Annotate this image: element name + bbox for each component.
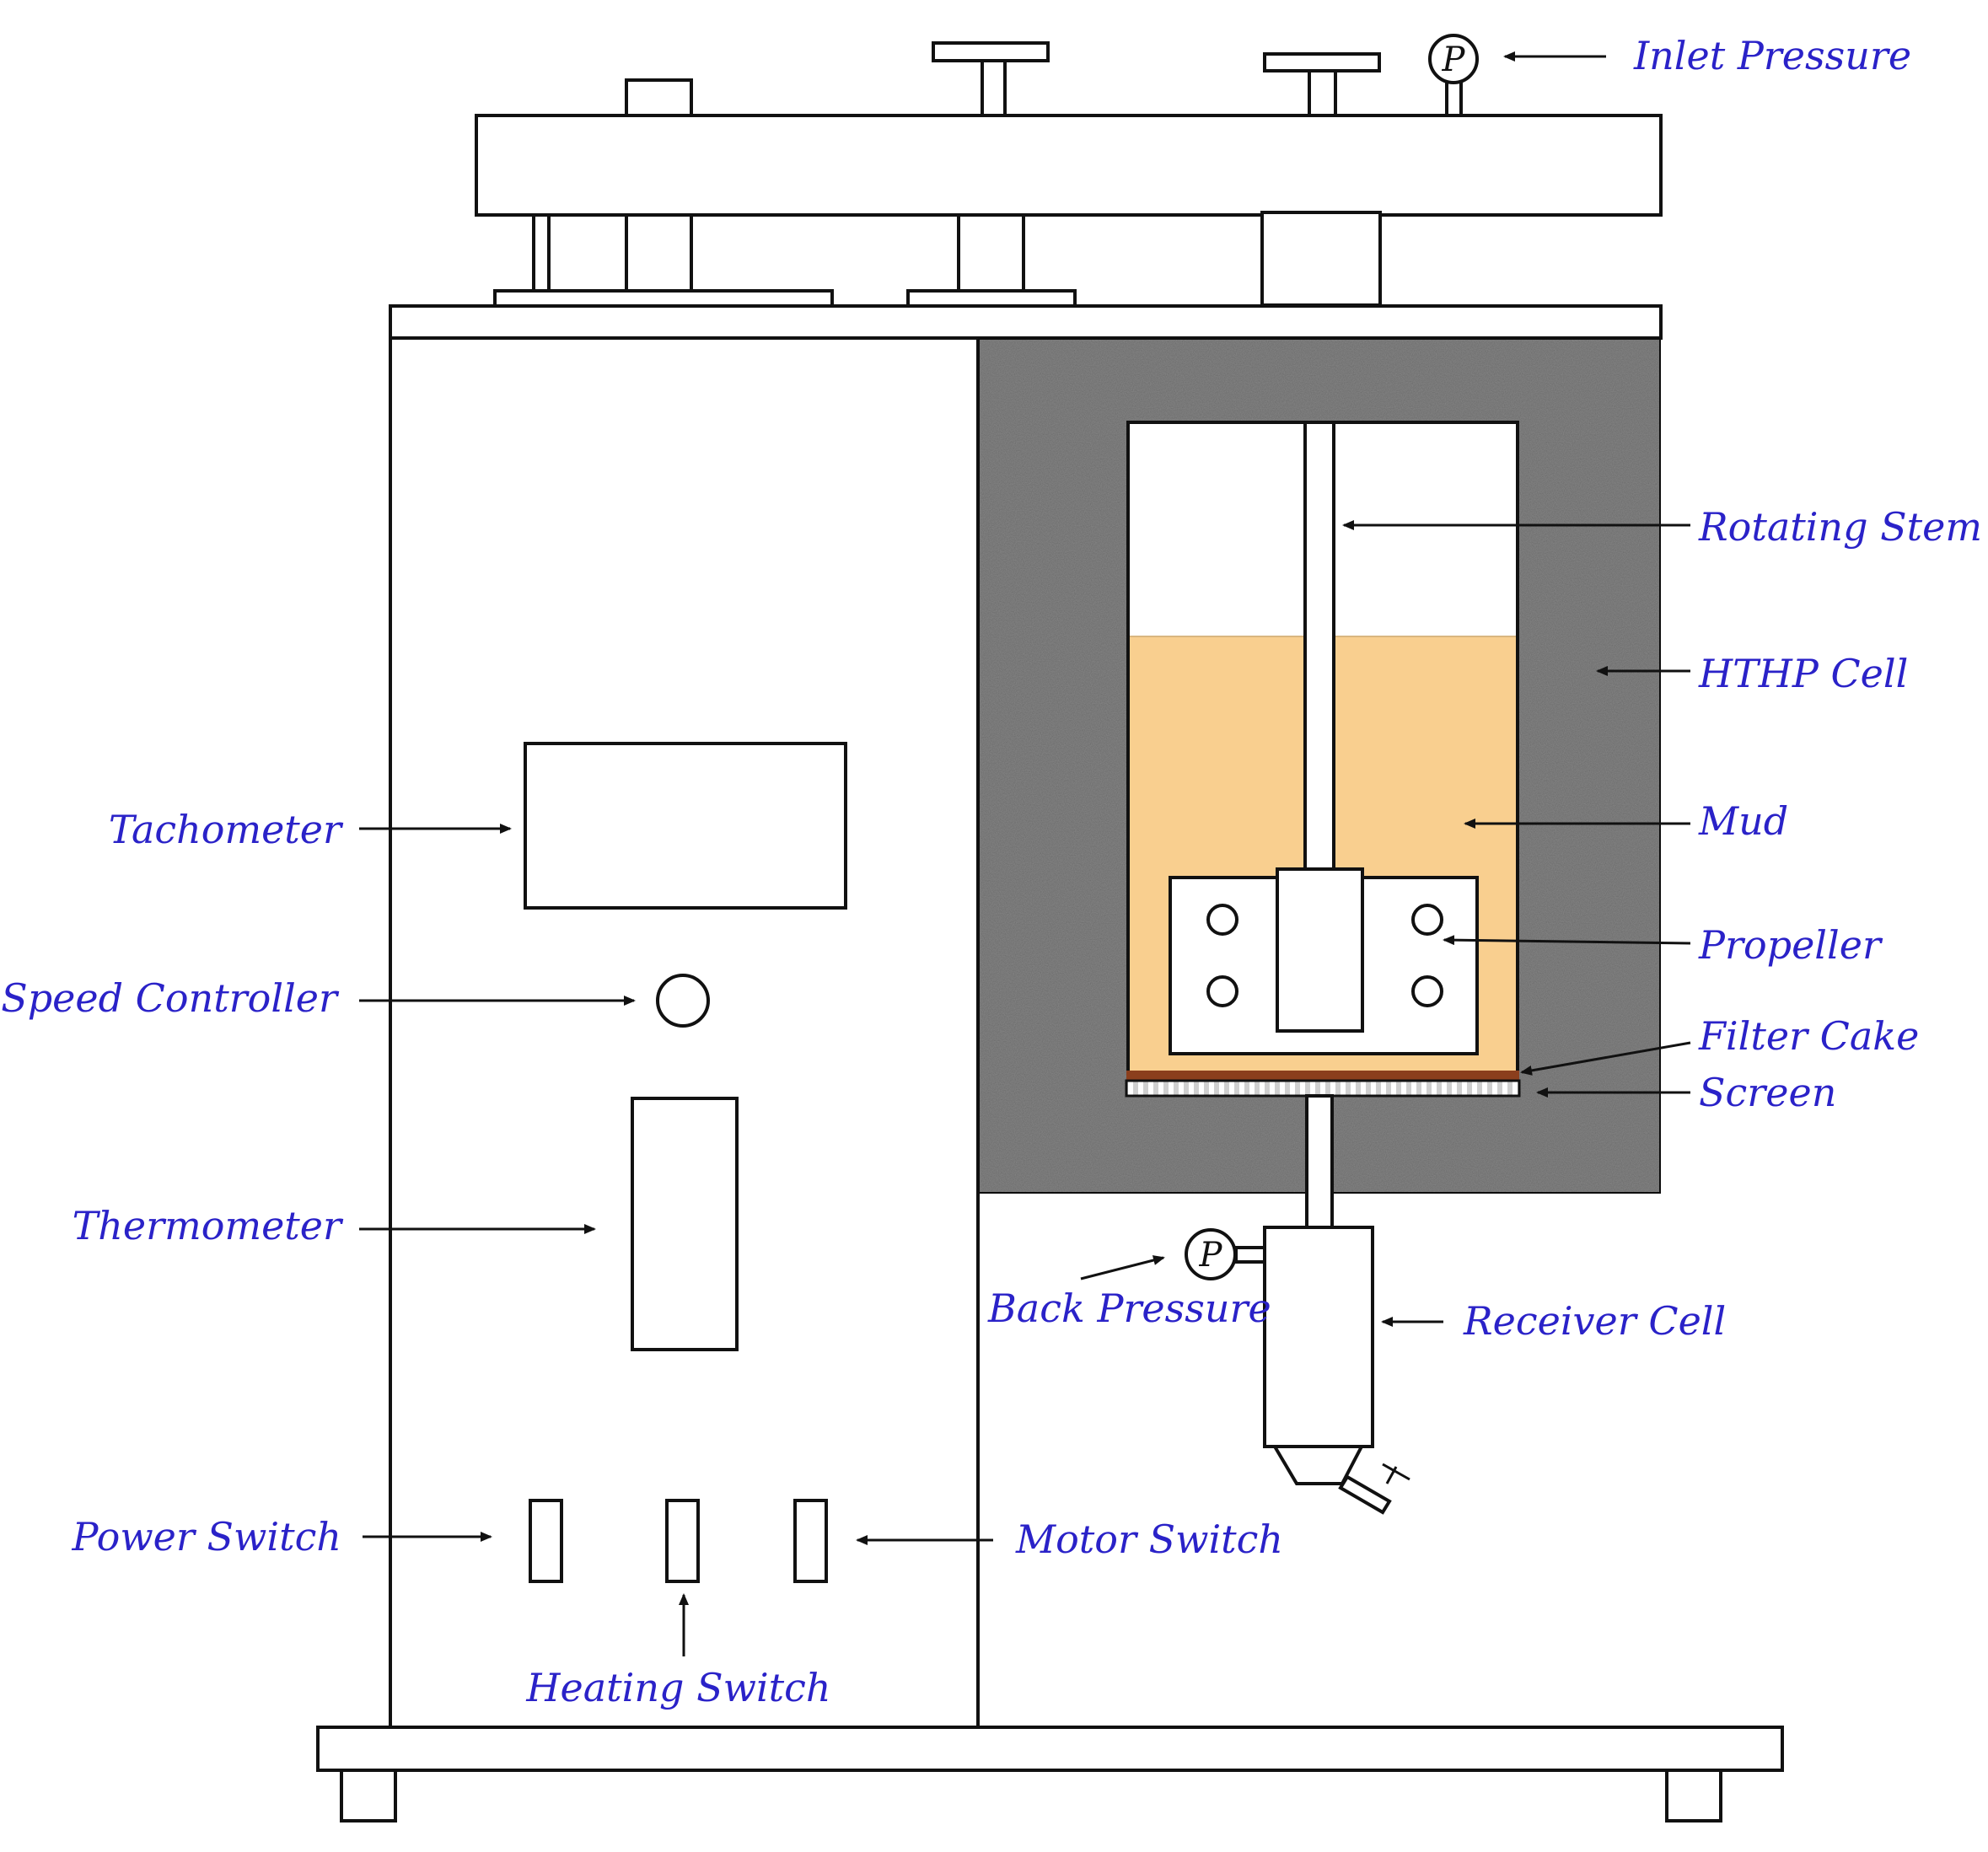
propeller-hole: [1411, 975, 1443, 1007]
propeller-hub: [1276, 867, 1364, 1033]
top-knob-left: [625, 78, 693, 117]
gauge-letters: P P: [1199, 40, 1466, 1275]
propeller-hole: [1206, 975, 1238, 1007]
label-inlet-pressure: Inlet Pressure: [1633, 33, 1911, 78]
tachometer-display: [524, 742, 847, 910]
leader-arrows: [359, 51, 1691, 1656]
column-thin-left: [532, 213, 551, 293]
label-mud: Mud: [1698, 798, 1788, 844]
base-platform: [316, 1726, 1784, 1772]
foot-left: [340, 1769, 397, 1822]
power-switch: [529, 1499, 563, 1583]
label-screen: Screen: [1699, 1070, 1836, 1115]
apparatus: [316, 34, 1784, 1822]
label-tachometer: Tachometer: [109, 807, 344, 852]
top-handle-center-stem: [981, 59, 1007, 117]
back-gauge-connector: [1234, 1246, 1266, 1264]
cabinet-top-plate: [389, 304, 1663, 340]
thermometer-display: [631, 1097, 739, 1351]
base-plate-center: [906, 289, 1077, 308]
label-filter-cake: Filter Cake: [1698, 1013, 1919, 1059]
inlet-gauge-letter: P: [1442, 40, 1466, 79]
label-receiver-cell: Receiver Cell: [1463, 1298, 1726, 1344]
label-thermometer: Thermometer: [73, 1203, 344, 1248]
outlet-stem: [1305, 1094, 1334, 1229]
top-handle-right-stem: [1308, 69, 1337, 117]
label-propeller: Propeller: [1698, 922, 1883, 968]
column-left: [625, 213, 693, 293]
base-plate-left: [493, 289, 834, 308]
label-heating-switch: Heating Switch: [525, 1665, 830, 1710]
cabinet-left-panel: [389, 336, 980, 1729]
filter-cake: [1126, 1071, 1519, 1081]
callout-labels: Inlet Pressure Rotating Stem HTHP Cell M…: [1, 33, 1982, 1710]
arrow-back-pressure: [1080, 1255, 1165, 1280]
motor-switch: [793, 1499, 828, 1583]
rotating-stem: [1303, 421, 1335, 871]
drain-valve-icon: [1338, 1463, 1410, 1515]
arrow-propeller: [1443, 935, 1691, 946]
inlet-pressure-gauge-icon: [1428, 34, 1479, 84]
propeller-hole: [1206, 904, 1238, 936]
speed-controller-knob: [656, 974, 710, 1028]
top-handle-center-bar: [932, 41, 1050, 62]
label-motor-switch: Motor Switch: [1015, 1516, 1283, 1562]
receiver-cell: [1263, 1226, 1374, 1448]
back-gauge-letter: P: [1199, 1236, 1223, 1275]
heating-switch: [665, 1499, 700, 1583]
label-back-pressure: Back Pressure: [987, 1286, 1271, 1331]
label-power-switch: Power Switch: [72, 1514, 341, 1559]
inlet-gauge-stem: [1445, 80, 1463, 117]
label-rotating-stem: Rotating Stem: [1698, 504, 1982, 550]
back-pressure-gauge-icon: [1185, 1228, 1237, 1280]
block-right: [1260, 211, 1382, 307]
label-speed-controller: Speed Controller: [1, 975, 340, 1021]
top-crossbar: [475, 114, 1663, 217]
filter-screen: [1125, 1079, 1521, 1098]
arrow-filter-cake: [1520, 1041, 1691, 1076]
propeller-hole: [1411, 904, 1443, 936]
foot-right: [1665, 1769, 1722, 1822]
label-hthp-cell: HTHP Cell: [1698, 651, 1908, 696]
top-handle-right-bar: [1263, 52, 1381, 72]
column-center: [957, 213, 1025, 293]
